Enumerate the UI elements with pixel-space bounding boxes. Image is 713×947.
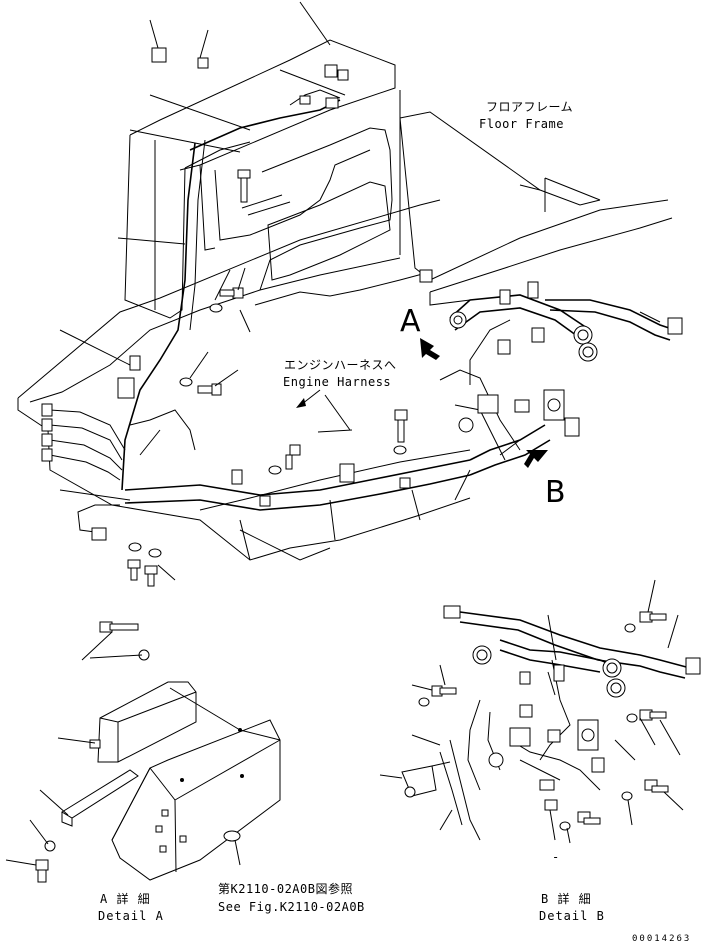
floor-frame — [399, 90, 673, 306]
detail-a-title-jp: A 詳 細 — [100, 892, 151, 906]
detail-a-title-en: Detail A — [98, 909, 164, 923]
view-a-marker: A — [400, 304, 421, 339]
see-fig-reference-jp: 第K2110-02A0B図参照 — [218, 882, 353, 896]
floor-plate — [17, 199, 471, 561]
detail-b-title-jp: B 詳 細 — [541, 892, 592, 906]
arrow-b-icon — [524, 450, 548, 468]
engine-harness-label-jp: エンジンハーネスへ — [284, 358, 397, 372]
view-arrows — [296, 338, 548, 468]
detail-b-drawing — [379, 579, 701, 844]
engine-harness-label-en: Engine Harness — [283, 375, 392, 389]
floor-frame-label-en: Floor Frame — [479, 117, 564, 131]
view-b-marker: B — [545, 475, 566, 510]
detail-b-dash: - — [552, 850, 560, 864]
connectors-main — [41, 47, 683, 541]
main-harness — [49, 89, 676, 533]
engine-harness-arrow-icon — [296, 398, 306, 408]
bolts-main — [127, 169, 408, 587]
see-fig-reference-en: See Fig.K2110-02A0B — [218, 900, 365, 914]
detail-b-title-en: Detail B — [539, 909, 605, 923]
arrow-a-icon — [420, 338, 440, 360]
cab-tower — [124, 39, 396, 319]
drawing-number: 00014263 — [632, 934, 692, 944]
floor-frame-label-jp: フロアフレーム — [486, 100, 574, 114]
leader-lines-main — [59, 1, 661, 581]
detail-a-drawing — [5, 621, 281, 883]
